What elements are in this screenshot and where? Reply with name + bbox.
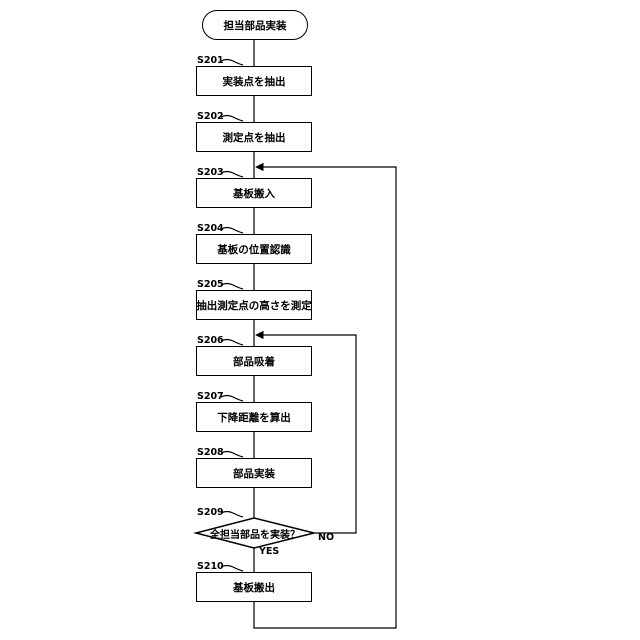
step-id-s205: S205 — [197, 279, 224, 290]
step-id-s204: S204 — [197, 223, 224, 234]
process-box-s202: 測定点を抽出 — [196, 122, 312, 152]
process-box-s201: 実装点を抽出 — [196, 66, 312, 96]
step-squiggle-s204 — [221, 228, 243, 234]
process-box-s203: 基板搬入 — [196, 178, 312, 208]
step-id-s206: S206 — [197, 335, 224, 346]
step-squiggle-s209 — [221, 512, 243, 518]
process-box-s208: 部品実装 — [196, 458, 312, 488]
decision-no-label: NO — [318, 532, 334, 543]
step-id-s202: S202 — [197, 111, 224, 122]
step-squiggle-s208 — [221, 452, 243, 458]
step-squiggle-s201 — [221, 60, 243, 66]
step-id-s201: S201 — [197, 55, 224, 66]
decision-yes-label: YES — [259, 546, 279, 557]
step-squiggle-s207 — [221, 396, 243, 402]
step-id-s209: S209 — [197, 507, 224, 518]
step-squiggle-s202 — [221, 116, 243, 122]
process-box-s206: 部品吸着 — [196, 346, 312, 376]
step-squiggle-s205 — [221, 284, 243, 290]
decision-label: 全担当部品を実装？ — [196, 519, 314, 547]
step-id-s207: S207 — [197, 391, 224, 402]
step-squiggle-s206 — [221, 340, 243, 346]
process-box-s207: 下降距離を算出 — [196, 402, 312, 432]
step-id-s210: S210 — [197, 561, 224, 572]
step-squiggle-s210 — [221, 566, 243, 572]
process-box-s205: 抽出測定点の高さを測定 — [196, 290, 312, 320]
step-squiggle-s203 — [221, 172, 243, 178]
step-id-s208: S208 — [197, 447, 224, 458]
process-box-s210: 基板搬出 — [196, 572, 312, 602]
step-id-s203: S203 — [197, 167, 224, 178]
process-box-s204: 基板の位置認識 — [196, 234, 312, 264]
start-terminal: 担当部品実装 — [202, 10, 308, 40]
